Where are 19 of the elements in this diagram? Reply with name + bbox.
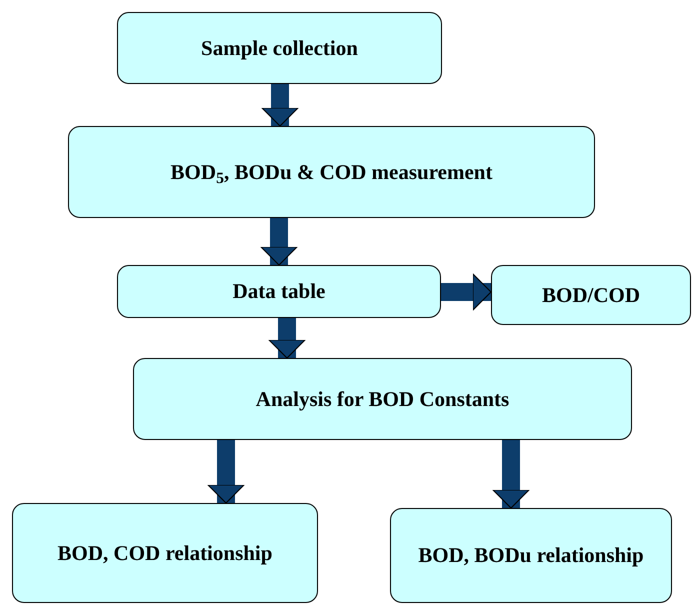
box-label: Data table xyxy=(232,278,326,305)
box-label: BOD$_{5}$, BODu & COD measurement xyxy=(170,158,492,186)
block-arrow xyxy=(260,218,298,266)
block-arrow xyxy=(441,274,492,310)
process-box xyxy=(12,503,318,603)
box-label: BOD, BODu relationship xyxy=(418,542,644,569)
process-box xyxy=(117,12,442,84)
process-box xyxy=(491,265,691,325)
block-arrow xyxy=(492,440,530,508)
box-label: Analysis for BOD Constants xyxy=(256,386,510,412)
box-label: BOD/COD xyxy=(542,282,640,308)
block-arrow xyxy=(208,440,244,504)
box-label: Sample collection xyxy=(201,34,358,62)
block-arrow xyxy=(262,84,298,126)
process-box xyxy=(390,508,672,603)
process-box xyxy=(117,265,441,318)
process-box xyxy=(133,358,632,440)
process-box xyxy=(68,126,595,218)
box-label: BOD, COD relationship xyxy=(58,540,272,566)
